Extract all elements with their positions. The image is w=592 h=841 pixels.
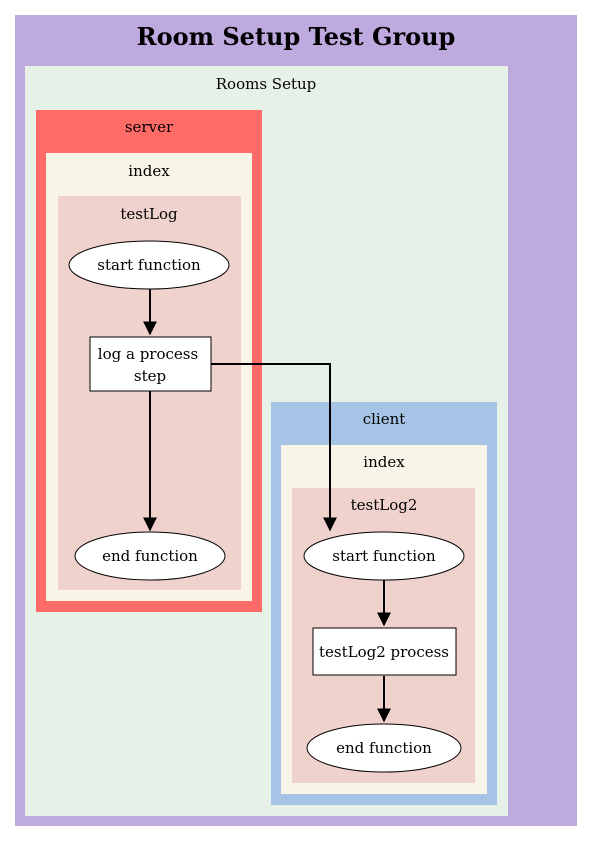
server-log-node (89, 336, 212, 392)
server-function-label: testLog (120, 205, 178, 223)
rooms-setup-label: Rooms Setup (216, 75, 317, 93)
client-process-node (312, 627, 457, 676)
client-label: client (363, 410, 406, 428)
client-index-label: index (363, 453, 405, 471)
client-process-label: testLog2 process (319, 643, 449, 661)
server-start-label: start function (97, 256, 201, 274)
server-log-label-line1: log a process (98, 345, 198, 363)
client-end-label: end function (336, 739, 432, 757)
server-end-node (74, 531, 226, 581)
client-function-label: testLog2 (351, 496, 418, 514)
diagram-title: Room Setup Test Group (137, 22, 456, 51)
server-start-node (68, 240, 230, 290)
server-label: server (125, 118, 174, 136)
server-end-label: end function (102, 547, 198, 565)
server-log-label-line2: step (134, 367, 166, 385)
client-start-node (303, 531, 465, 581)
client-end-node (306, 723, 462, 773)
server-index-label: index (128, 162, 170, 180)
client-start-label: start function (332, 547, 436, 565)
edge-server-log-to-client-start (211, 363, 337, 532)
